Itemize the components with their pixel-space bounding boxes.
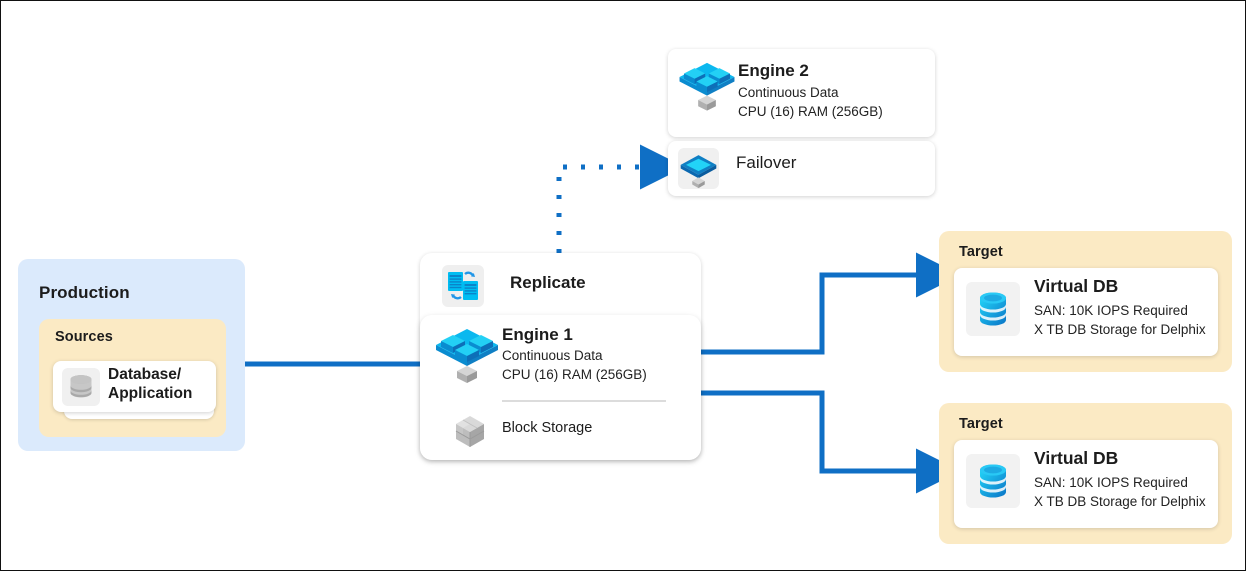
engine2-card[interactable]: Engine 2 Continuous Data CPU (16) RAM (2…	[668, 49, 935, 137]
source-card-label: Database/ Application	[108, 365, 192, 404]
failover-card[interactable]: Failover	[668, 141, 935, 196]
virtual-db-card-2[interactable]: Virtual DB SAN: 10K IOPS Required X TB D…	[954, 440, 1218, 528]
virtual-db-2-line2: X TB DB Storage for Delphix	[1034, 494, 1206, 509]
virtual-db-2-title: Virtual DB	[1034, 448, 1119, 468]
connector-replicate-to-failover	[556, 144, 685, 253]
source-card-label-line1: Database/	[108, 366, 182, 383]
sources-title: Sources	[55, 329, 113, 345]
replicate-row[interactable]: Replicate	[442, 265, 678, 313]
block-storage-cube-icon	[448, 413, 492, 451]
database-gray-icon	[62, 368, 100, 406]
engine2-line2: CPU (16) RAM (256GB)	[738, 104, 883, 119]
engine1-card[interactable]: Engine 1 Continuous Data CPU (16) RAM (2…	[420, 315, 701, 460]
connector-engine1-to-target1	[701, 252, 961, 355]
engine2-line1: Continuous Data	[738, 85, 839, 100]
engine-platform-icon	[676, 57, 738, 113]
source-card-label-line2: Application	[108, 385, 193, 403]
virtual-db-2-line1: SAN: 10K IOPS Required	[1034, 475, 1188, 490]
block-storage-label: Block Storage	[502, 420, 593, 436]
target-group-2: Target Virtua	[939, 403, 1232, 544]
engine1-outer-card: Replicate	[420, 253, 701, 460]
replicate-sync-icon	[442, 265, 484, 307]
virtual-db-1-line1: SAN: 10K IOPS Required	[1034, 303, 1188, 318]
target-group-1: Target Virtua	[939, 231, 1232, 372]
engine-platform-icon	[432, 323, 502, 385]
connector-engine1-to-target2	[701, 390, 961, 494]
engine2-title: Engine 2	[738, 61, 809, 80]
replicate-label: Replicate	[510, 273, 586, 292]
engine1-title: Engine 1	[502, 325, 573, 344]
target-1-title: Target	[959, 244, 1003, 260]
virtual-db-cylinder-icon	[966, 454, 1020, 508]
source-card-database-application[interactable]: Database/ Application	[53, 361, 216, 412]
engine1-line1: Continuous Data	[502, 348, 603, 363]
production-title: Production	[39, 283, 130, 302]
engine1-line2: CPU (16) RAM (256GB)	[502, 367, 647, 382]
failover-platform-icon	[678, 148, 719, 189]
virtual-db-cylinder-icon	[966, 282, 1020, 336]
virtual-db-1-title: Virtual DB	[1034, 276, 1119, 296]
failover-label: Failover	[736, 153, 797, 172]
target-2-title: Target	[959, 416, 1003, 432]
engine1-divider	[502, 400, 666, 402]
virtual-db-1-line2: X TB DB Storage for Delphix	[1034, 322, 1206, 337]
virtual-db-card-1[interactable]: Virtual DB SAN: 10K IOPS Required X TB D…	[954, 268, 1218, 356]
